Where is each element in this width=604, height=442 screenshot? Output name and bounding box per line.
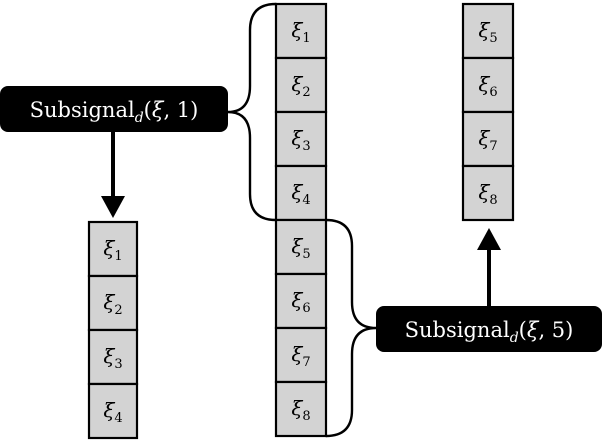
subsignal-label-5: Subsignald(ξ, 5) — [376, 306, 602, 352]
arrow-up — [477, 228, 501, 306]
svg-text:ξ5: ξ5 — [478, 18, 497, 46]
svg-text:ξ6: ξ6 — [478, 72, 497, 100]
cell: ξ4 — [274, 164, 328, 222]
svg-text:Subsignald(ξ, 1): Subsignald(ξ, 1) — [30, 98, 199, 126]
cell: ξ6 — [461, 56, 515, 114]
svg-text:ξ2: ξ2 — [291, 72, 310, 100]
svg-text:Subsignald(ξ, 5): Subsignald(ξ, 5) — [405, 318, 574, 346]
cell: ξ3 — [87, 328, 139, 386]
svg-text:ξ8: ξ8 — [291, 396, 310, 424]
svg-text:ξ4: ξ4 — [103, 398, 122, 426]
svg-text:ξ6: ξ6 — [291, 288, 310, 316]
cell: ξ3 — [274, 110, 328, 168]
svg-text:ξ4: ξ4 — [291, 180, 310, 208]
cell: ξ8 — [461, 164, 515, 222]
svg-text:ξ1: ξ1 — [103, 236, 122, 264]
svg-text:ξ1: ξ1 — [291, 18, 310, 46]
svg-text:ξ7: ξ7 — [478, 126, 497, 154]
cell: ξ7 — [274, 326, 328, 384]
cell: ξ2 — [274, 56, 328, 114]
subsignal-1-column: ξ1 ξ2 ξ3 ξ4 — [87, 220, 139, 440]
cell: ξ2 — [87, 274, 139, 332]
label-function-name: Subsignal — [30, 98, 135, 122]
cell: ξ8 — [274, 380, 328, 438]
cell: ξ1 — [87, 220, 139, 278]
cell: ξ1 — [274, 2, 328, 60]
cell: ξ4 — [87, 382, 139, 440]
svg-text:ξ8: ξ8 — [478, 180, 497, 208]
subsignal-label-1: Subsignald(ξ, 1) — [0, 86, 228, 132]
cell: ξ6 — [274, 272, 328, 330]
cell: ξ5 — [274, 218, 328, 276]
svg-text:ξ7: ξ7 — [291, 342, 310, 370]
svg-text:ξ2: ξ2 — [103, 290, 122, 318]
arrow-down — [101, 132, 125, 218]
label-function-name: Subsignal — [405, 318, 510, 342]
cell: ξ5 — [461, 2, 515, 60]
full-signal-column: ξ1 ξ2 ξ3 ξ4 ξ5 ξ6 ξ7 ξ8 — [274, 2, 328, 438]
subsignal-5-column: ξ5 ξ6 ξ7 ξ8 — [461, 2, 515, 222]
lower-brace — [324, 218, 378, 438]
upper-brace — [226, 2, 278, 222]
svg-text:ξ3: ξ3 — [103, 344, 122, 372]
cell: ξ7 — [461, 110, 515, 168]
svg-text:ξ5: ξ5 — [291, 234, 310, 262]
svg-text:ξ3: ξ3 — [291, 126, 310, 154]
